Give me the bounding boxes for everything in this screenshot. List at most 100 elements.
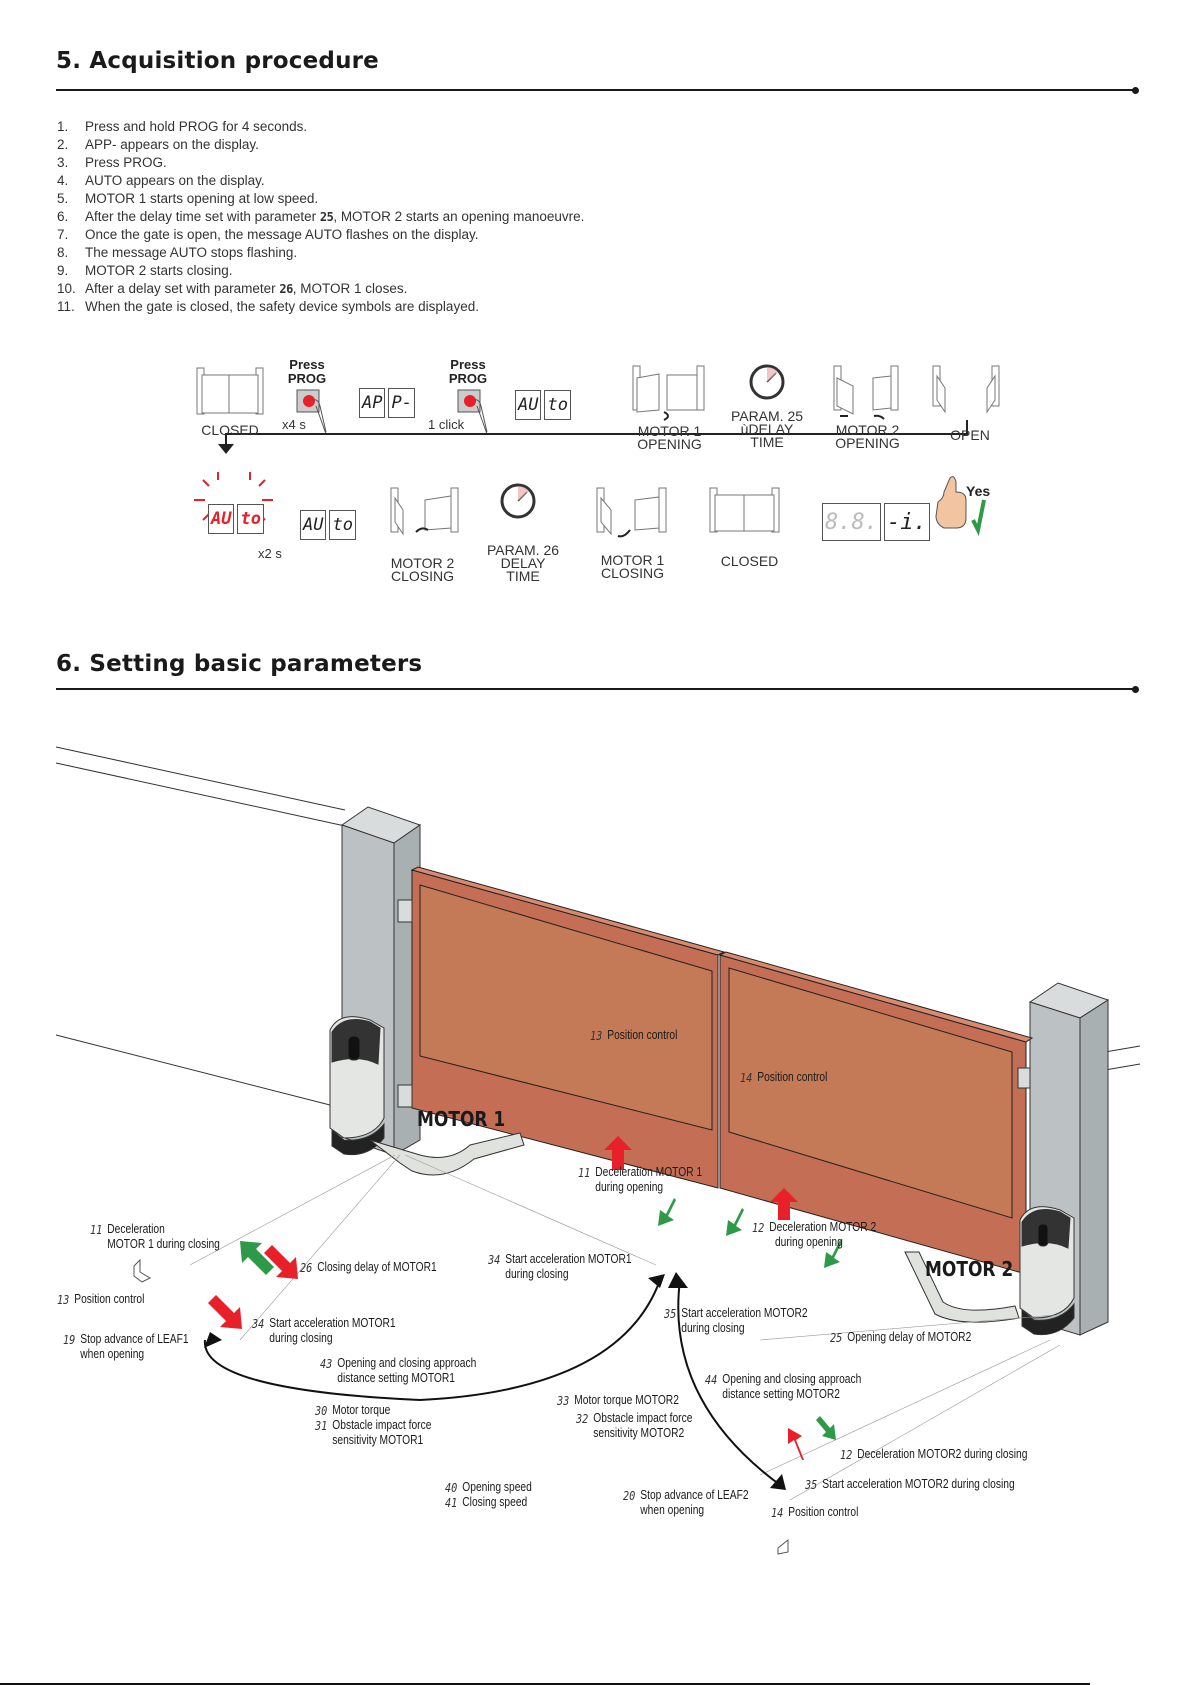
leaf1-travel-arc [203,1279,661,1402]
annotation-stop20: 20 Stop advance of LEAF2 when opening [623,1488,749,1518]
leaf2-travel-arc [677,1279,781,1486]
guide-lines [189,1154,1061,1501]
parameter-code: 41 [445,1495,458,1510]
motor-2-label: MOTOR 2 [925,1257,1014,1281]
parameter-code: 32 [576,1411,589,1426]
step-text: MOTOR 1 starts opening at low speed. [85,191,319,206]
section-rule [56,89,1136,91]
step-text: When the gate is closed, the safety devi… [85,299,479,314]
annotation-text: Deceleration MOTOR 1 during closing [107,1222,220,1251]
press-prog-label-2: Press PROG [448,357,488,386]
prog-button-icon [457,389,488,435]
display-digit-pair: -i. [883,503,930,541]
step-item: 3.Press PROG. [57,154,757,172]
step-item: 11.When the gate is closed, the safety d… [57,298,757,316]
parameter-code: 11 [578,1165,591,1180]
annotation-text: Position control [74,1292,145,1306]
step-item: 6. After the delay time set with paramete… [57,208,757,226]
flow-connector [225,420,968,446]
annotation-text: Stop advance of LEAF2 when opening [640,1488,749,1517]
motor1-opening-icon [632,365,705,421]
rule-end-dot [1132,87,1139,94]
step-item: 7.Once the gate is open, the message AUT… [57,226,757,244]
section-title-text: Acquisition procedure [89,48,379,74]
yes-label: Yes [966,483,991,499]
press-prog-label-1: Press PROG [287,357,327,386]
open-label: OPEN [950,427,990,443]
gate-leaf-1 [410,866,726,1189]
annotation-text: Deceleration MOTOR 1 during opening [595,1165,703,1194]
parameter-code: 33 [557,1393,570,1408]
annotation-text: Obstacle impact force sensitivity MOTOR2 [593,1411,693,1440]
wall-lines [55,746,1141,1106]
step-text-part: After the delay time set with parameter [85,209,320,224]
clock-icon [749,364,785,400]
step-number: 3. [57,155,69,170]
direction-arrows [208,1136,842,1460]
parameter-code: 14 [740,1070,753,1085]
flow-arrowhead [218,444,234,454]
arc-arrowhead [770,1474,786,1490]
step-number: 6. [57,209,69,224]
parameter-code: 34 [488,1252,501,1267]
display-digit-pair: to [544,390,571,420]
parameter-code: 14 [771,1505,784,1520]
parameter-code: 20 [623,1488,636,1503]
display-digit-pair: AP [359,388,386,418]
annotation-text: Opening speed [462,1480,532,1494]
annotation-obstacle32: 32 Obstacle impact force sensitivity MOTO… [576,1411,692,1441]
annotation-text: Position control [607,1028,678,1042]
step-number: 4. [57,173,69,188]
parameter-code: 30 [315,1403,328,1418]
motor2-opening-icon [833,365,899,420]
annotation-text: Deceleration MOTOR2 during closing [857,1447,1028,1461]
step-item: 9.MOTOR 2 starts closing. [57,262,757,280]
flash-duration-note: x2 s [258,546,282,561]
display-digit-pair: P- [388,388,415,418]
flow-closed-label-2: CLOSED [720,553,779,569]
step-text-part: , MOTOR 1 closes. [292,281,408,296]
annotation-dec11-open: 11 Deceleration MOTOR 1 during opening [578,1165,702,1195]
annotation-text: Position control [788,1505,859,1519]
parameter-code: 26 [300,1260,313,1275]
step-text: APP- appears on the display. [85,137,259,152]
step-text: Once the gate is open, the message AUTO … [85,227,479,242]
display-digit-pair: AU [515,390,542,420]
gate-leaf-2 [718,951,1034,1275]
section-number: 5. [56,48,82,74]
parameter-code: 35 [805,1477,818,1492]
display-digit-pair: to [237,504,264,534]
step-item: 2.APP- appears on the display. [57,136,757,154]
motor-1-label: MOTOR 1 [417,1107,506,1131]
closed-gate-icon [196,367,264,415]
display-digit-pair: AU [208,504,235,534]
rule-end-dot [1132,686,1139,693]
annotation-pos14-right: 14 Position control [771,1505,858,1520]
open-gate-icon [932,365,1000,414]
clock-icon [500,483,536,519]
step-item: 8.The message AUTO stops flashing. [57,244,757,262]
section-6-title: 6. Setting basic parameters [56,651,422,677]
click-note: 1 click [428,417,465,432]
motor1-opening-label: MOTOR 1 OPENING [637,423,702,452]
step-text: After the delay time set with parameter … [85,208,584,226]
parameter-code: 19 [63,1332,76,1347]
motor2-opening-label: MOTOR 2 OPENING [835,422,900,451]
parameter-code: 44 [705,1372,718,1387]
step-text-part: , MOTOR 2 starts an opening manoeuvre. [333,209,585,224]
